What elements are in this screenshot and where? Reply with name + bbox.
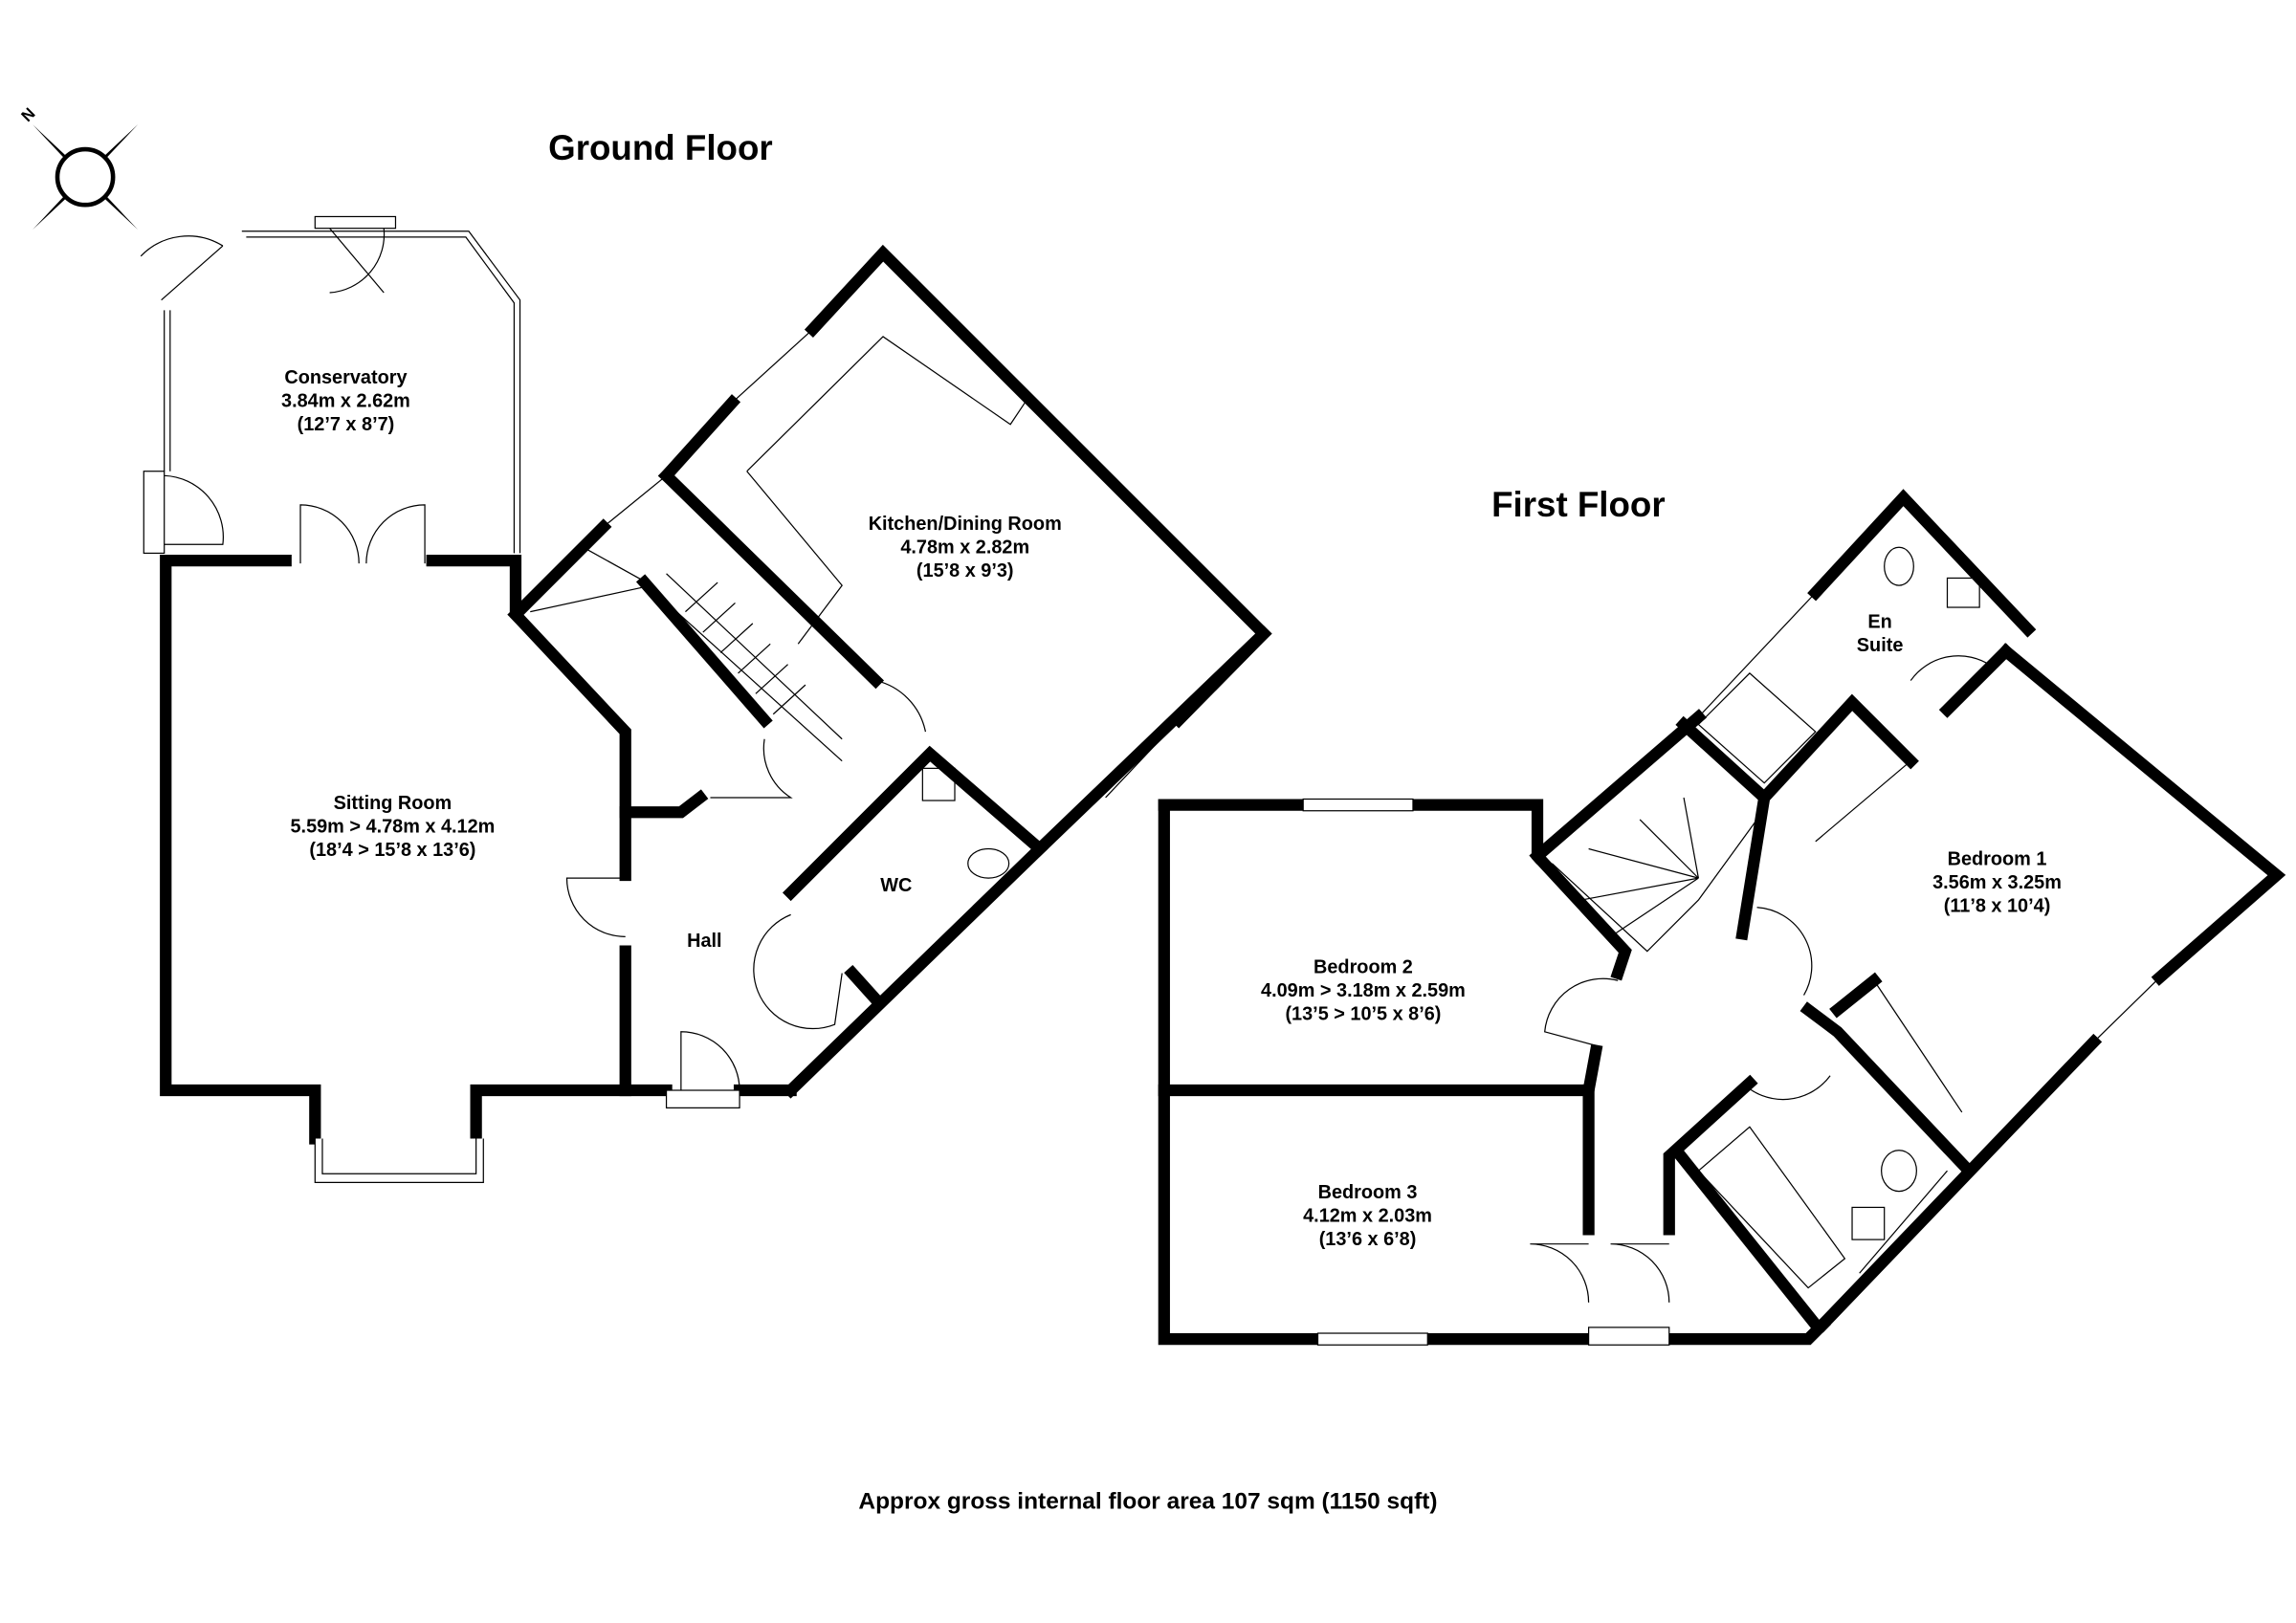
first-floor-title: First Floor [1491, 485, 1666, 524]
sitting-room-imperial: (18’4 > 15’8 x 13’6) [309, 840, 475, 861]
hall-label: Hall [687, 931, 721, 952]
ground-floor-plan [140, 215, 1272, 1184]
kitchen-metric: 4.78m x 2.82m [900, 537, 1029, 558]
compass-rose-icon: N [18, 104, 139, 230]
bedroom-2-imperial: (13’5 > 10’5 x 8’6) [1285, 1004, 1441, 1025]
en-suite-label-2: Suite [1857, 635, 1904, 656]
compass-north-label: N [18, 104, 39, 125]
sitting-room-label: Sitting Room [334, 793, 453, 814]
floor-area-note: Approx gross internal floor area 107 sqm… [858, 1489, 1437, 1515]
conservatory-metric: 3.84m x 2.62m [281, 390, 410, 411]
first-floor-plan [1158, 489, 2286, 1346]
conservatory-label: Conservatory [284, 367, 407, 388]
bedroom-3-imperial: (13’6 x 6’8) [1319, 1229, 1417, 1250]
ground-floor-title: Ground Floor [548, 128, 773, 167]
bedroom-1-imperial: (11’8 x 10’4) [1944, 895, 2051, 916]
en-suite-label: En [1867, 611, 1891, 632]
kitchen-label: Kitchen/Dining Room [869, 514, 1062, 535]
sitting-room-metric: 5.59m > 4.78m x 4.12m [291, 817, 496, 838]
bedroom-2-label: Bedroom 2 [1314, 957, 1413, 978]
bedroom-3-metric: 4.12m x 2.03m [1303, 1206, 1432, 1227]
bedroom-2-metric: 4.09m > 3.18m x 2.59m [1261, 980, 1466, 1001]
kitchen-imperial: (15’8 x 9’3) [916, 560, 1014, 581]
bedroom-1-label: Bedroom 1 [1948, 848, 2047, 869]
bedroom-1-metric: 3.56m x 3.25m [1932, 872, 2062, 893]
conservatory-imperial: (12’7 x 8’7) [298, 414, 395, 435]
bedroom-3-label: Bedroom 3 [1318, 1182, 1418, 1203]
wc-label: WC [880, 875, 912, 896]
